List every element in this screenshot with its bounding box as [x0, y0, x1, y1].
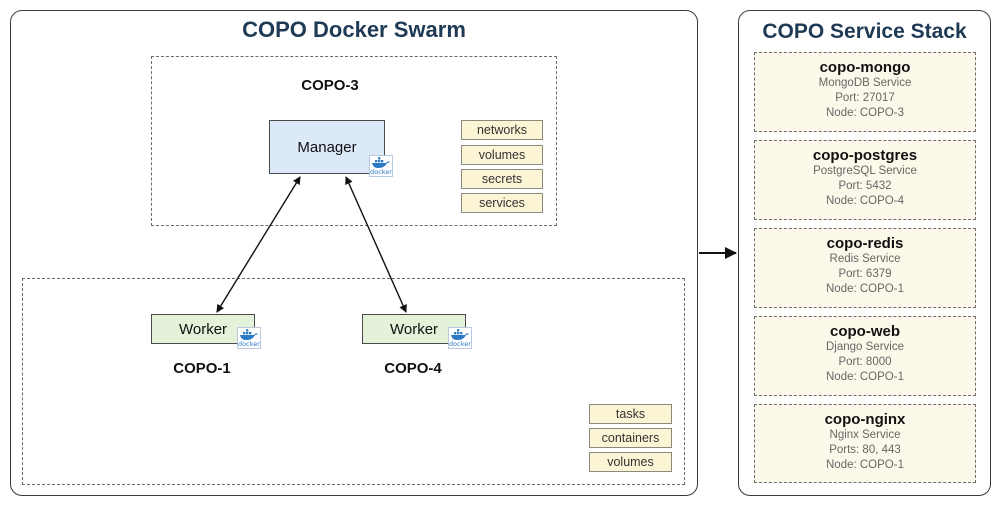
service-name: copo-postgres: [812, 147, 918, 164]
service-port: Port: 8000: [838, 356, 892, 368]
service-node: Node: COPO-1: [826, 459, 904, 471]
worker-role-label: Worker: [389, 321, 439, 338]
worker-node-label-copo-4: COPO-4: [384, 360, 442, 377]
worker-resource-volumes: volumes: [589, 452, 672, 472]
worker-role-label: Worker: [178, 321, 228, 338]
docker-icon: docker: [237, 327, 261, 349]
service-name: copo-mongo: [819, 59, 911, 76]
manager-worker-link-copo-4: [345, 176, 407, 313]
service-card-copo-nginx[interactable]: copo-nginx Nginx Service Ports: 80, 443 …: [754, 404, 976, 483]
worker-node-label-copo-1: COPO-1: [173, 360, 231, 377]
service-description: Redis Service: [829, 253, 901, 265]
service-description: Django Service: [826, 341, 904, 353]
service-port: Port: 6379: [838, 268, 892, 280]
service-port: Ports: 80, 443: [829, 444, 901, 456]
service-name: copo-nginx: [824, 411, 906, 428]
service-card-copo-mongo[interactable]: copo-mongo MongoDB Service Port: 27017 N…: [754, 52, 976, 132]
manager-resource-volumes: volumes: [461, 145, 543, 165]
service-description: Nginx Service: [829, 429, 901, 441]
docker-badge-text: docker: [238, 340, 260, 348]
docker-badge-text: docker: [449, 340, 471, 348]
worker-resource-containers: containers: [589, 428, 672, 448]
manager-resource-networks: networks: [461, 120, 543, 140]
service-card-copo-postgres[interactable]: copo-postgres PostgreSQL Service Port: 5…: [754, 140, 976, 220]
service-description: MongoDB Service: [818, 77, 912, 89]
manager-worker-link-copo-1: [216, 176, 301, 313]
service-node: Node: COPO-3: [826, 107, 904, 119]
swarm-title: COPO Docker Swarm: [242, 17, 466, 42]
manager-resource-secrets: secrets: [461, 169, 543, 189]
service-node: Node: COPO-4: [826, 195, 904, 207]
service-card-copo-redis[interactable]: copo-redis Redis Service Port: 6379 Node…: [754, 228, 976, 308]
docker-icon: docker: [448, 327, 472, 349]
service-port: Port: 5432: [838, 180, 892, 192]
manager-node-label: COPO-3: [301, 77, 359, 94]
worker-resource-tasks: tasks: [589, 404, 672, 424]
docker-badge-text: docker: [370, 168, 392, 176]
manager-resource-services: services: [461, 193, 543, 213]
service-node: Node: COPO-1: [826, 371, 904, 383]
service-port: Port: 27017: [835, 92, 895, 104]
stack-title: COPO Service Stack: [762, 20, 967, 43]
service-name: copo-redis: [826, 235, 904, 252]
manager-role-label: Manager: [297, 139, 357, 156]
service-name: copo-web: [830, 323, 900, 340]
service-card-copo-web[interactable]: copo-web Django Service Port: 8000 Node:…: [754, 316, 976, 396]
service-description: PostgreSQL Service: [813, 165, 917, 177]
service-node: Node: COPO-1: [826, 283, 904, 295]
manager-box[interactable]: Manager: [269, 120, 385, 174]
